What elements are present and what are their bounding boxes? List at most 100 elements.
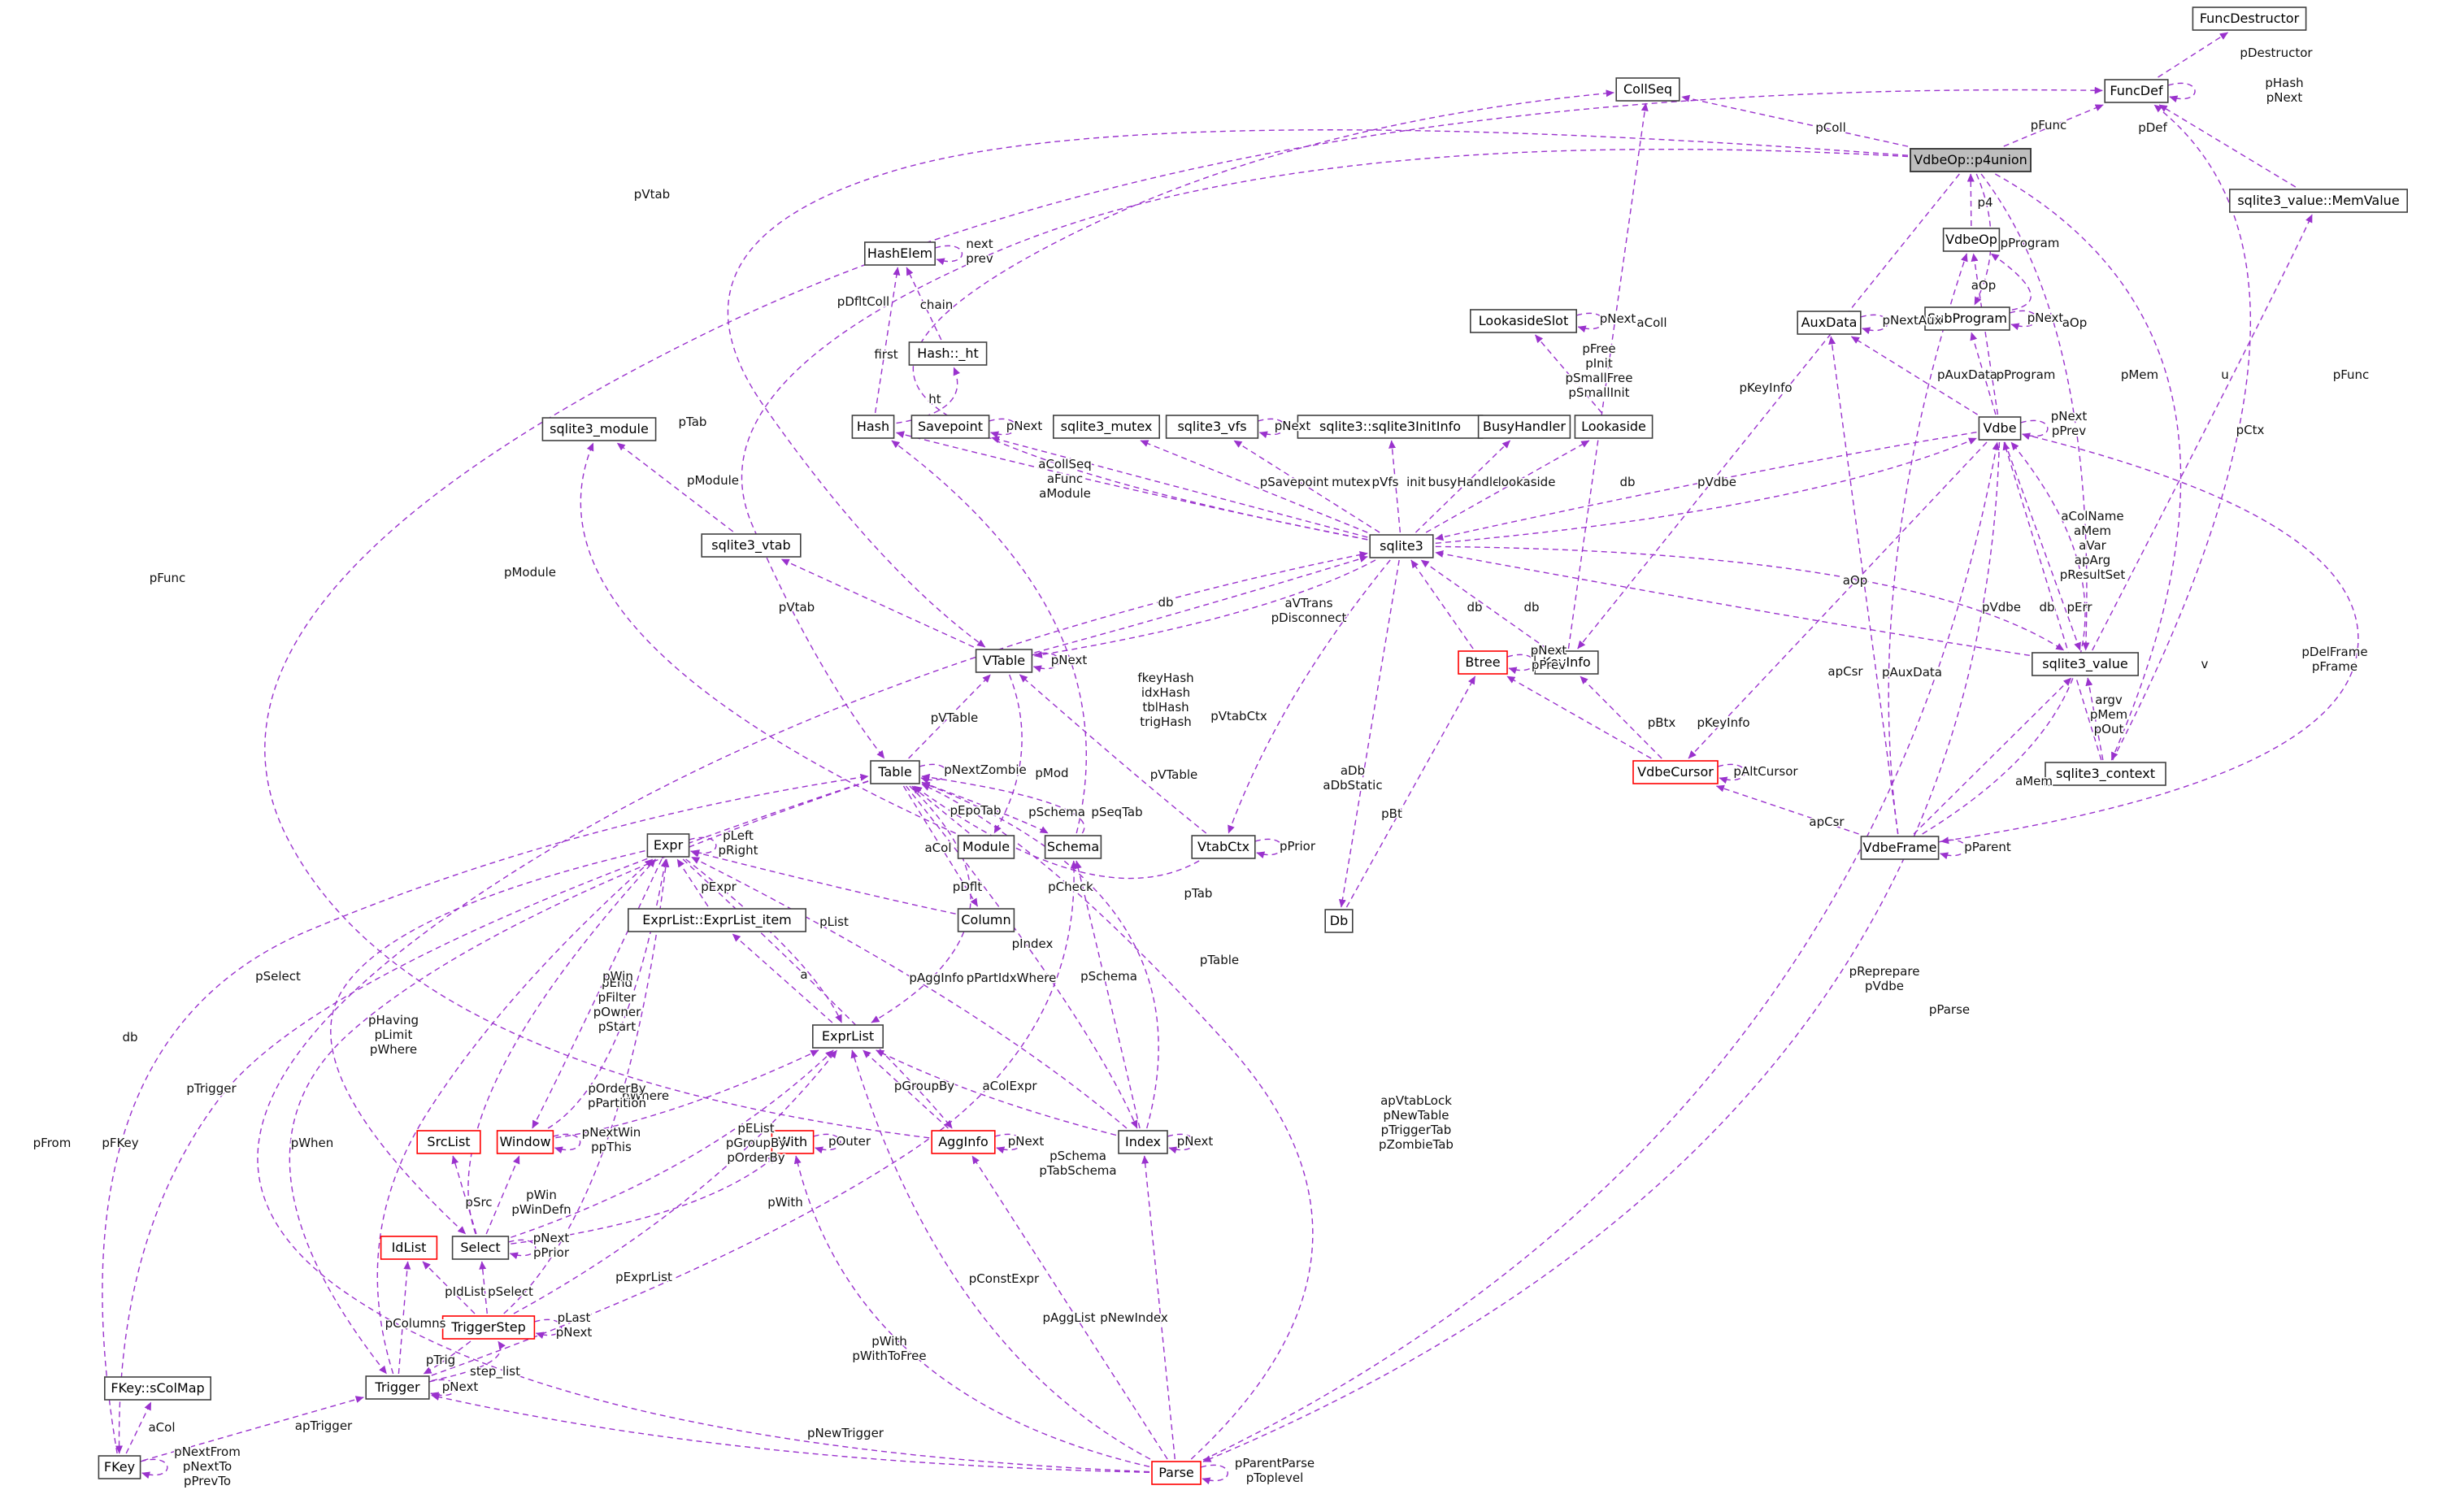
node-label-FuncDestructor: FuncDestructor [2200,11,2300,26]
node-Db[interactable]: Db [1324,909,1354,933]
edge-label-VdbeCursor-KeyInfo: pKeyInfo [1697,715,1749,730]
node-label-ExprList_item: ExprList::ExprList_item [642,912,792,928]
edge-Select-Window [485,1155,520,1235]
node-VdbeFrame[interactable]: VdbeFrame [1860,836,1940,860]
edge-label-sqlite3_context-Vdbe: pVdbe [1982,600,2021,615]
node-TriggerStep[interactable]: TriggerStep [441,1315,536,1340]
node-sqlite3_mutex[interactable]: sqlite3_mutex [1053,415,1161,439]
edge-label-Table-FKey: pFKey [102,1136,138,1150]
edge-label-Index-Index: pNext [1177,1134,1214,1149]
node-Expr[interactable]: Expr [646,833,690,858]
node-ExprList[interactable]: ExprList [811,1024,884,1049]
node-sqlite3_vtab[interactable]: sqlite3_vtab [701,533,802,558]
node-VdbeCursor[interactable]: VdbeCursor [1632,760,1719,784]
edge-Module-Table [911,785,970,834]
edge-label-Select-SrcList: pSrc [465,1195,492,1210]
node-Trigger[interactable]: Trigger [365,1375,430,1400]
edge-label-VtabCtx-VTable: pVTable [1150,767,1198,782]
node-InitInfo[interactable]: sqlite3::sqlite3InitInfo [1297,415,1484,439]
node-label-TriggerStep: TriggerStep [450,1319,526,1335]
edge-label-sqlite3-sqlite3_mutex: mutex [1332,475,1371,489]
edge-label-Parse-Trigger: pNewTrigger [807,1426,884,1440]
node-VtabCtx[interactable]: VtabCtx [1191,835,1256,859]
node-FKey_sColMap[interactable]: FKey::sColMap [104,1376,211,1401]
node-p4union[interactable]: VdbeOp::p4union [1910,148,2032,172]
edge-label-Module-Table: pEpoTab [950,803,1001,818]
edge-sqlite3-Db [1338,559,1400,908]
edge-label-sqlite3_value-MemValue: u [2221,367,2229,382]
edge-TriggerStep-IdList [422,1261,476,1314]
node-FuncDestructor[interactable]: FuncDestructor [2192,7,2307,31]
node-AggInfo[interactable]: AggInfo [931,1130,996,1154]
node-label-SubProgram: SubProgram [1927,311,2007,326]
node-SubProgram[interactable]: SubProgram [1924,306,2010,331]
edge-Vdbe-VdbeFrame [1940,433,2359,845]
node-Savepoint[interactable]: Savepoint [910,415,990,439]
node-With[interactable]: With [771,1130,815,1154]
node-Hash_ht[interactable]: Hash::_ht [908,341,988,366]
edge-label-TriggerStep-Trigger: pTrig [426,1353,455,1367]
edge-sqlite3-CollSeq [912,89,1614,541]
edge-Parse-Vdbe [1202,441,2000,1461]
edge-ExprList-ExprList_item [732,933,833,1023]
edge-Vdbe-sqlite3 [1435,432,1977,541]
node-Select[interactable]: Select [451,1236,510,1260]
node-sqlite3_context[interactable]: sqlite3_context [2045,762,2166,786]
edge-VdbeCursor-VdbeCursor [1717,763,1745,784]
node-AuxData[interactable]: AuxData [1797,311,1862,335]
node-label-sqlite3_mutex: sqlite3_mutex [1061,419,1153,435]
edge-label-Expr-AggInfo: pAggInfo [909,971,963,985]
node-CollSeq[interactable]: CollSeq [1615,77,1680,102]
node-BusyHandler[interactable]: BusyHandler [1477,415,1571,439]
edge-Table-Index [905,785,1138,1129]
node-Schema[interactable]: Schema [1044,835,1102,859]
edge-label-Schema-Table: pSeqTab [1091,805,1142,819]
node-Btree[interactable]: Btree [1458,650,1508,675]
node-Hash[interactable]: Hash [851,415,895,439]
node-Vdbe[interactable]: Vdbe [1978,416,2022,441]
edge-label-KeyInfo-CollSeq: aColl [1636,315,1667,330]
node-Index[interactable]: Index [1118,1130,1168,1154]
edge-label-Trigger-Expr: pWhen [291,1136,334,1150]
node-FuncDef[interactable]: FuncDef [2104,79,2169,103]
node-KeyInfo[interactable]: KeyInfo [1534,650,1599,675]
edge-label-Btree-sqlite3: db [1467,600,1482,615]
node-sqlite3_module[interactable]: sqlite3_module [541,417,657,441]
node-ExprList_item[interactable]: ExprList::ExprList_item [627,908,806,932]
node-VTable[interactable]: VTable [975,649,1033,673]
edge-label-KeyInfo-sqlite3: db [1523,600,1539,615]
node-Lookaside[interactable]: Lookaside [1574,415,1654,439]
node-label-VdbeFrame: VdbeFrame [1863,840,1937,855]
edge-p4union-FuncDef [2003,104,2104,147]
edge-sqlite3-InitInfo [1388,440,1401,533]
node-SrcList[interactable]: SrcList [416,1130,481,1154]
node-FKey[interactable]: FKey [98,1455,141,1479]
node-LookasideSlot[interactable]: LookasideSlot [1470,309,1578,333]
node-Table[interactable]: Table [870,760,920,784]
node-sqlite3[interactable]: sqlite3 [1369,534,1434,558]
node-IdList[interactable]: IdList [380,1236,438,1260]
edge-sqlite3-sqlite3_value [1435,545,2065,651]
edge-VdbeCursor-Btree [1506,675,1652,759]
node-Window[interactable]: Window [496,1130,554,1154]
node-Parse[interactable]: Parse [1151,1461,1202,1485]
node-VdbeOp[interactable]: VdbeOp [1942,228,2001,252]
node-sqlite3_vfs[interactable]: sqlite3_vfs [1165,415,1259,439]
node-sqlite3_value[interactable]: sqlite3_value [2032,652,2140,676]
node-HashElem[interactable]: HashElem [864,241,936,266]
node-Column[interactable]: Column [957,908,1015,932]
edge-sqlite3_value-sqlite3 [1435,550,2030,657]
edge-label-sqlite3_value-sqlite3: db [2039,600,2054,615]
edge-Parse-AggInfo [971,1155,1168,1460]
edge-label-With-With: pOuter [828,1134,871,1149]
node-MemValue[interactable]: sqlite3_value::MemValue [2229,189,2409,213]
edge-label-Vdbe-VdbeCursor: apCsr [1827,664,1863,679]
node-label-p4union: VdbeOp::p4union [1914,152,2027,167]
edge-label-Vdbe-AuxData: pAuxData [1937,367,1997,382]
node-Module[interactable]: Module [957,835,1015,859]
edge-TriggerStep-Trigger [423,1340,472,1375]
